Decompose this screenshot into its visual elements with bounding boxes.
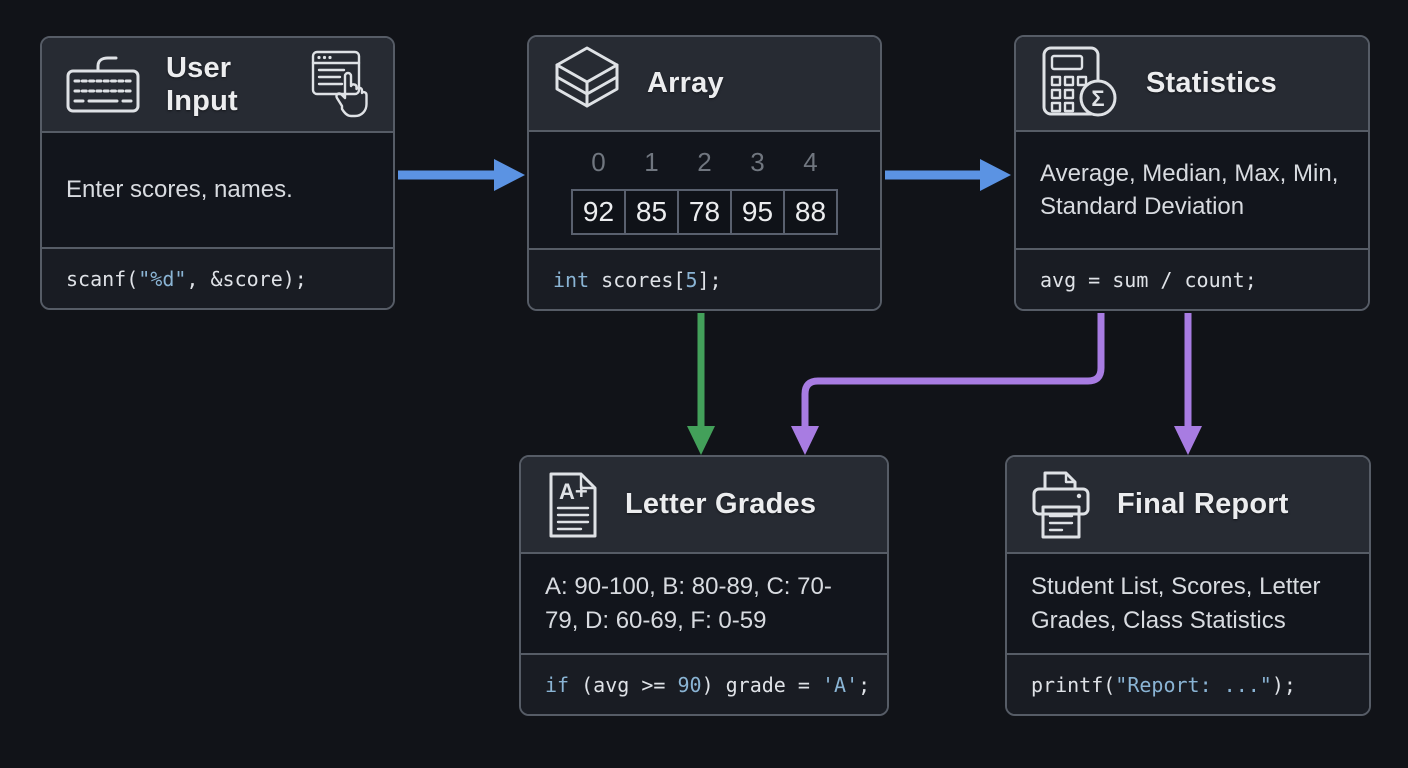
arrow-statistics-to-grades-head bbox=[791, 426, 819, 455]
code-token-accent: "Report: ..." bbox=[1115, 672, 1272, 697]
code-token-accent: 90 bbox=[677, 672, 702, 697]
node-final-report-header: Final Report bbox=[1007, 457, 1369, 554]
node-user-input-code: scanf("%d", &score); bbox=[42, 247, 393, 308]
code-token: printf( bbox=[1031, 672, 1116, 697]
node-user-input: User Input Enter scores, names. scanf("%… bbox=[40, 36, 395, 310]
node-statistics-title: Statistics bbox=[1146, 67, 1277, 99]
svg-text:Σ: Σ bbox=[1091, 86, 1104, 111]
node-letter-grades-header: A+ Letter Grades bbox=[521, 457, 887, 554]
code-token: , &score); bbox=[186, 266, 307, 291]
node-letter-grades-code: if (avg >= 90) grade = 'A'; bbox=[521, 653, 887, 714]
code-token: ]; bbox=[697, 267, 722, 292]
node-final-report-description: Student List, Scores, Letter Grades, Cla… bbox=[1007, 554, 1369, 653]
node-statistics-header: Σ Statistics bbox=[1016, 37, 1368, 132]
node-final-report-code: printf("Report: ..."); bbox=[1007, 653, 1369, 714]
node-statistics: Σ Statistics Average, Median, Max, Min, … bbox=[1014, 35, 1370, 311]
arrow-array-to-statistics-head bbox=[980, 159, 1011, 191]
node-statistics-description: Average, Median, Max, Min, Standard Devi… bbox=[1016, 132, 1368, 248]
form-click-icon bbox=[311, 48, 369, 122]
array-index-row: 0 1 2 3 4 bbox=[571, 145, 838, 181]
array-index-label: 4 bbox=[803, 147, 818, 178]
node-statistics-code: avg = sum / count; bbox=[1016, 248, 1368, 309]
code-token: ; bbox=[858, 672, 871, 697]
svg-text:A+: A+ bbox=[559, 479, 588, 504]
code-token: ); bbox=[1271, 672, 1296, 697]
code-token-accent: if bbox=[545, 672, 570, 697]
array-index-label: 0 bbox=[591, 147, 606, 178]
code-token: ) grade = bbox=[701, 672, 822, 697]
node-final-report-title: Final Report bbox=[1117, 488, 1289, 520]
arrow-array-to-grades-head bbox=[687, 426, 715, 455]
code-token: (avg >= bbox=[569, 672, 678, 697]
array-index-label: 2 bbox=[697, 147, 712, 178]
printer-icon bbox=[1029, 467, 1093, 543]
node-array-header: Array bbox=[529, 37, 880, 132]
node-letter-grades-title: Letter Grades bbox=[625, 488, 817, 520]
node-user-input-title: User Input bbox=[166, 51, 238, 117]
node-letter-grades: A+ Letter Grades A: 90-100, B: 80-89, C:… bbox=[519, 455, 889, 716]
arrow-statistics-to-grades bbox=[801, 313, 1105, 428]
arrow-statistics-to-report-head bbox=[1174, 426, 1202, 455]
array-cell: 92 bbox=[571, 188, 626, 235]
array-cell: 95 bbox=[730, 188, 785, 235]
code-token: avg = sum / count; bbox=[1040, 267, 1257, 292]
node-final-report: Final Report Student List, Scores, Lette… bbox=[1005, 455, 1371, 716]
array-cell: 85 bbox=[624, 188, 679, 235]
node-array-title: Array bbox=[647, 67, 724, 99]
code-token-accent: 5 bbox=[685, 267, 698, 292]
calculator-sigma-icon: Σ bbox=[1038, 44, 1122, 124]
code-token: scanf( bbox=[66, 266, 139, 291]
array-cell: 78 bbox=[677, 188, 732, 235]
keyboard-icon bbox=[64, 53, 142, 117]
stack-icon bbox=[551, 44, 623, 124]
array-index-label: 3 bbox=[750, 147, 765, 178]
code-token-accent: 'A' bbox=[821, 672, 859, 697]
node-user-input-description: Enter scores, names. bbox=[42, 133, 393, 247]
code-token-accent: "%d" bbox=[138, 266, 187, 291]
arrow-input-to-array-head bbox=[494, 159, 525, 191]
array-cell: 88 bbox=[783, 188, 838, 235]
array-index-label: 1 bbox=[644, 147, 659, 178]
node-letter-grades-description: A: 90-100, B: 80-89, C: 70-79, D: 60-69,… bbox=[521, 554, 887, 653]
node-user-input-header: User Input bbox=[42, 38, 393, 133]
code-token: scores[ bbox=[589, 267, 686, 292]
node-array-code: int scores[5]; bbox=[529, 248, 880, 309]
document-a-plus-icon: A+ bbox=[543, 466, 601, 544]
code-token-accent: int bbox=[553, 267, 590, 292]
